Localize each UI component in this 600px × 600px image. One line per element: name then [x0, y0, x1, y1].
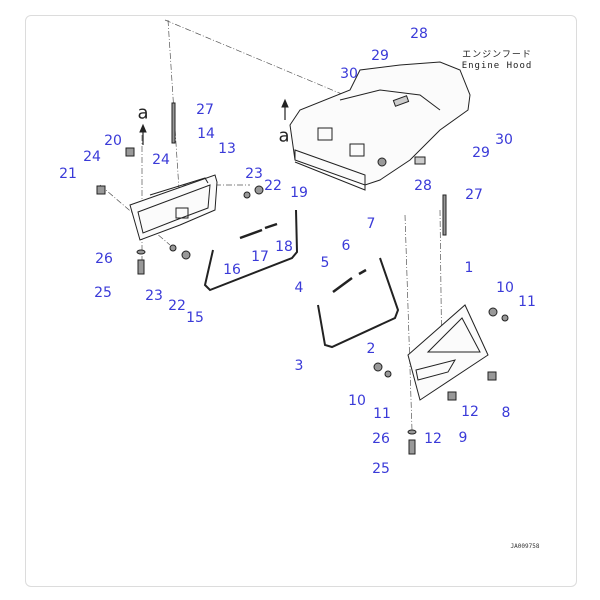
seal-strip — [358, 268, 367, 276]
callout[interactable]: 24 — [152, 152, 170, 168]
callout[interactable]: 6 — [341, 238, 351, 254]
seal-3 — [317, 257, 400, 349]
callout[interactable]: 10 — [496, 280, 514, 296]
callout[interactable]: 14 — [197, 126, 215, 142]
callout[interactable]: 25 — [372, 461, 390, 477]
callout[interactable]: 12 — [424, 431, 442, 447]
callout[interactable]: 30 — [495, 132, 513, 148]
title-jp: エンジンフード — [462, 50, 532, 60]
engine-hood — [289, 61, 471, 191]
callout[interactable]: 23 — [245, 166, 263, 182]
callout[interactable]: 17 — [251, 249, 269, 265]
callout[interactable]: 23 — [145, 288, 163, 304]
seal-strip — [332, 276, 353, 294]
callout[interactable]: 15 — [186, 310, 204, 326]
callout[interactable]: 12 — [461, 404, 479, 420]
callout[interactable]: 22 — [264, 178, 282, 194]
seal-15 — [203, 209, 299, 292]
callout[interactable]: 28 — [410, 26, 428, 42]
callout[interactable]: 4 — [294, 280, 304, 296]
callout[interactable]: 9 — [458, 430, 468, 446]
callout[interactable]: 25 — [94, 285, 112, 301]
callout[interactable]: 26 — [95, 251, 113, 267]
callout[interactable]: 3 — [294, 358, 304, 374]
callout[interactable]: 30 — [340, 66, 358, 82]
callout[interactable]: 13 — [218, 141, 236, 157]
callout[interactable]: 29 — [472, 145, 490, 161]
callout[interactable]: 16 — [223, 262, 241, 278]
callout[interactable]: 26 — [372, 431, 390, 447]
seal-strip — [239, 228, 263, 240]
callout[interactable]: 18 — [275, 239, 293, 255]
callout[interactable]: 8 — [501, 405, 511, 421]
arrow-head-icon — [139, 123, 147, 133]
seal-strip — [264, 222, 278, 230]
callout[interactable]: 27 — [465, 187, 483, 203]
callout[interactable]: 5 — [320, 255, 330, 271]
callout[interactable]: 1 — [464, 260, 474, 276]
title-en: Engine Hood — [461, 61, 533, 71]
callout[interactable]: 29 — [371, 48, 389, 64]
callout[interactable]: 11 — [373, 406, 391, 422]
callout[interactable]: 21 — [59, 166, 77, 182]
callout[interactable]: 28 — [414, 178, 432, 194]
view-marker-a-left: a — [137, 102, 149, 124]
drawing-code: JA009758 — [510, 543, 540, 550]
callout[interactable]: 10 — [348, 393, 366, 409]
callout[interactable]: 2 — [366, 341, 376, 357]
callout[interactable]: 19 — [290, 185, 308, 201]
callout[interactable]: 22 — [168, 298, 186, 314]
left-door-frame — [129, 174, 218, 241]
callout[interactable]: 27 — [196, 102, 214, 118]
hardware — [96, 102, 509, 455]
callout[interactable]: 7 — [366, 216, 376, 232]
callout[interactable]: 11 — [518, 294, 536, 310]
callout[interactable]: 20 — [104, 133, 122, 149]
arrow-head-icon — [281, 98, 289, 108]
right-door-frame — [407, 304, 489, 401]
view-marker-a-right: a — [278, 125, 290, 147]
callout[interactable]: 24 — [83, 149, 101, 165]
